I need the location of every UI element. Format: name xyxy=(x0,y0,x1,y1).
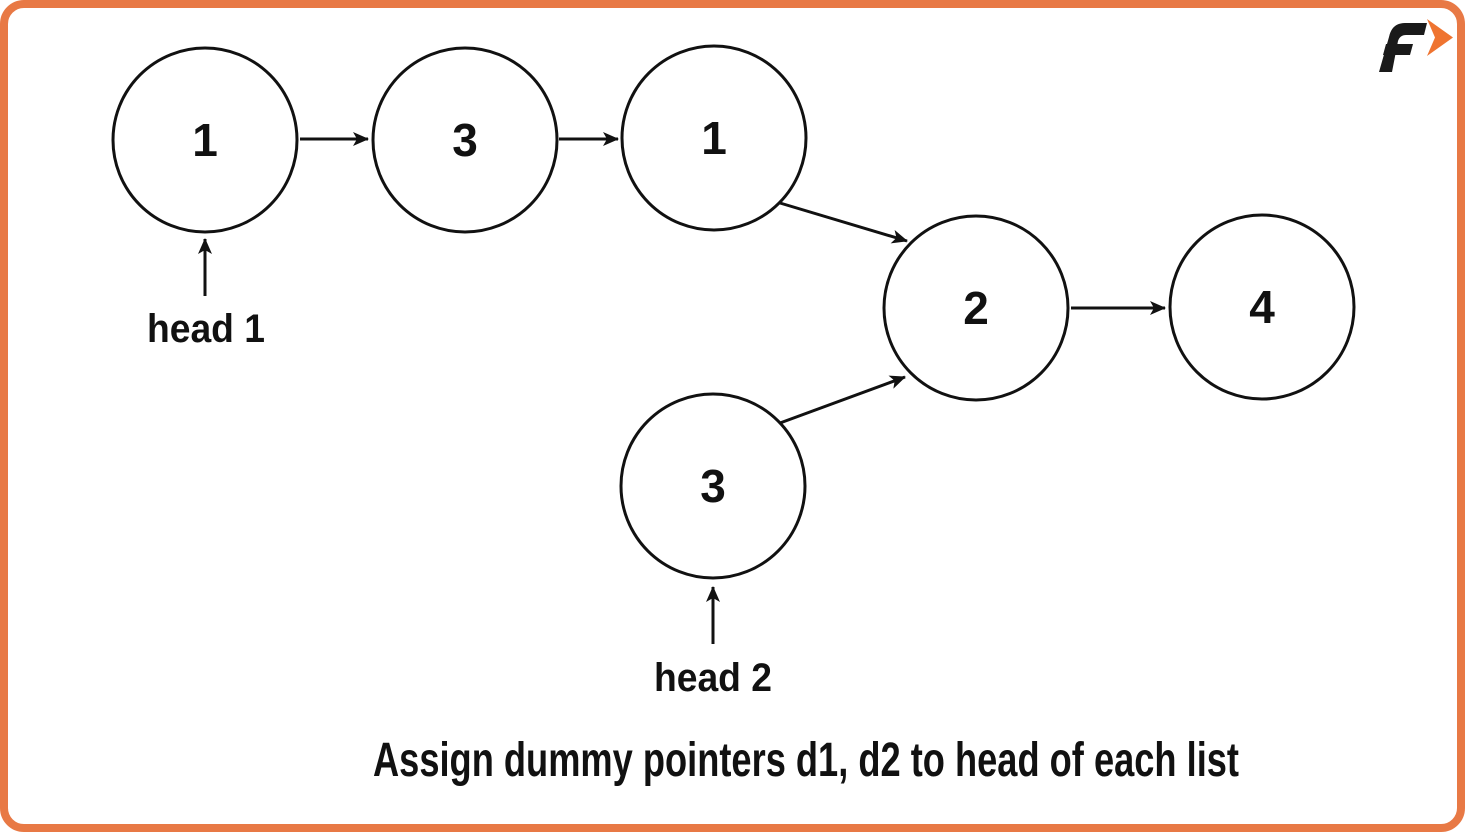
node-value: 1 xyxy=(192,114,218,166)
node-list2-node1 xyxy=(619,392,807,580)
node-merged-node1 xyxy=(882,214,1070,402)
logo-letter-f-bar xyxy=(1383,44,1413,55)
edge-list1-n3-to-merged-n1 xyxy=(779,201,908,244)
node-value: 2 xyxy=(963,282,989,334)
node-value: 4 xyxy=(1249,281,1275,333)
logo-arrow-chevron xyxy=(1427,19,1453,56)
caption: Assign dummy pointers d1, d2 to head of … xyxy=(373,734,1239,787)
node-merged-node2 xyxy=(1168,213,1356,401)
node-list1-node3 xyxy=(620,44,808,232)
f-arrow-logo-icon xyxy=(1379,19,1453,72)
node-list1-node1 xyxy=(111,46,299,234)
edge-list2-n1-to-merged-n1 xyxy=(779,375,906,425)
head2-label: head 2 xyxy=(654,656,772,700)
node-list1-node2 xyxy=(371,46,559,234)
node-value: 3 xyxy=(452,114,478,166)
head1-label: head 1 xyxy=(147,307,265,351)
node-value: 3 xyxy=(700,460,726,512)
node-value: 1 xyxy=(701,112,727,164)
logo-letter-f xyxy=(1379,23,1427,72)
